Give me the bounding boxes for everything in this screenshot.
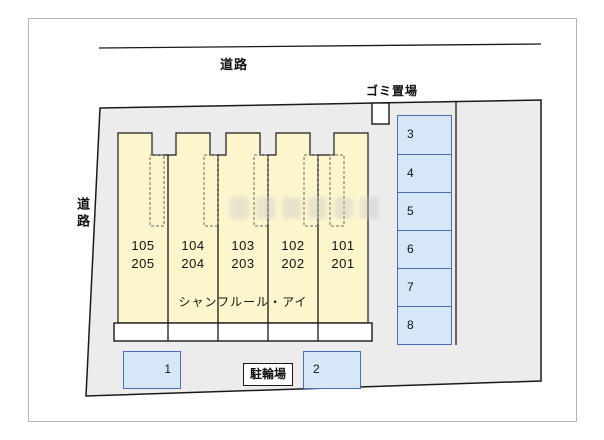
watermark-glyph (282, 197, 301, 219)
road-edge-line-top (98, 43, 542, 49)
unit-105-205: 105 205 (118, 237, 168, 273)
stairwell-dashed-outline (253, 154, 269, 227)
garbage-area-box (371, 102, 390, 125)
stairwell-dashed-outline (203, 154, 219, 227)
parking-space-3: 3 (407, 127, 414, 141)
watermark-glyph (334, 197, 353, 219)
parking-space-4: 4 (398, 154, 451, 192)
image-border (28, 18, 577, 422)
parking-space-1: 1 (123, 351, 181, 389)
road-label-top: 道路 (219, 57, 248, 72)
parking-space-2: 2 (303, 351, 361, 389)
parking-space-5: 5 (398, 192, 451, 230)
unit-number: 104 (181, 238, 205, 253)
unit-number: 103 (231, 238, 255, 253)
building-name: シャンフルール・アイ (178, 295, 308, 309)
unit-number: 102 (281, 238, 305, 253)
unit-number: 202 (281, 256, 305, 271)
unit-104-204: 104 204 (168, 237, 218, 273)
unit-103-203: 103 203 (218, 237, 268, 273)
unit-number: 203 (231, 256, 255, 271)
stairwell-dashed-outline (149, 154, 165, 227)
road-label-left: 道路 (75, 197, 90, 231)
watermark-glyph (230, 197, 249, 219)
stairwell-dashed-outline (329, 154, 345, 227)
parking-space-7: 7 (398, 268, 451, 306)
watermark-glyph (308, 197, 327, 219)
stairwell-dashed-outline (303, 154, 319, 227)
parking-space-6: 6 (398, 230, 451, 268)
watermark-glyph (256, 197, 275, 219)
balcony-strip (113, 322, 373, 342)
unit-number: 105 (131, 238, 155, 253)
watermark (230, 197, 379, 219)
bicycle-parking-box: 駐輪場 (243, 363, 293, 386)
watermark-glyph (360, 197, 379, 219)
unit-101-201: 101 201 (318, 237, 368, 273)
unit-number: 204 (181, 256, 205, 271)
unit-102-202: 102 202 (268, 237, 318, 273)
unit-number: 101 (331, 238, 355, 253)
parking-column-right: 3 4 5 6 7 8 (397, 115, 452, 345)
garbage-area-label: ゴミ置場 (366, 84, 419, 98)
unit-number: 201 (331, 256, 355, 271)
unit-number: 205 (131, 256, 155, 271)
parking-space-8: 8 (398, 306, 451, 344)
